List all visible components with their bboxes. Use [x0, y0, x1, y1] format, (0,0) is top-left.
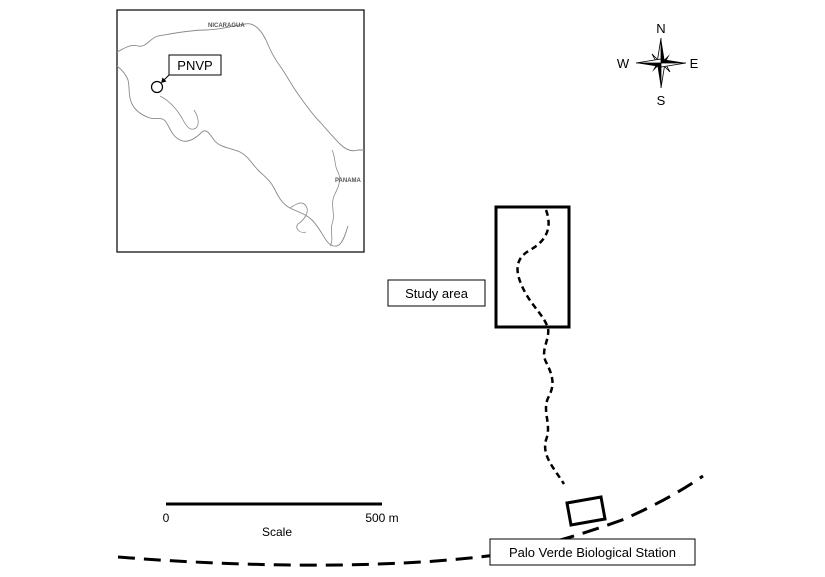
compass-label-south: S [657, 93, 666, 108]
inset-gulf-nicoya [159, 95, 199, 130]
inset-coastline-pacific [116, 65, 349, 247]
compass-label-west: W [617, 56, 630, 71]
compass-point-north [661, 38, 665, 63]
pnvp-marker [150, 80, 164, 94]
compass-point-south [657, 63, 661, 88]
study-area-label: Study area [405, 286, 469, 301]
inset-frame [116, 9, 365, 253]
scale-label-end: 500 m [365, 511, 398, 525]
inset-border-panama [329, 149, 341, 247]
inset-osa-peninsula [289, 202, 308, 233]
pnvp-label-box [168, 54, 222, 76]
study-area-label-box [387, 279, 486, 307]
pnvp-pointer-arrowhead [161, 77, 167, 83]
inset-label-nicaragua: NICARAGUA [208, 23, 245, 29]
station-building [565, 495, 607, 527]
scale-title: Scale [262, 525, 292, 539]
road-path [117, 474, 704, 567]
compass-point-west [636, 63, 661, 67]
pnvp-label: PNVP [177, 58, 212, 73]
inset-coastline-north [116, 23, 364, 152]
study-area-box [494, 205, 571, 329]
scale-label-start: 0 [163, 511, 170, 525]
trail-path [516, 209, 566, 485]
inset-map: NICARAGUA PANAMA PNVP [116, 9, 365, 253]
compass-point-east [661, 59, 686, 63]
compass-label-east: E [690, 56, 699, 71]
station-label-box [489, 538, 696, 566]
compass-label-north: N [656, 21, 665, 36]
compass-rose: N S E W [617, 21, 699, 108]
station-label: Palo Verde Biological Station [509, 545, 676, 560]
inset-label-panama: PANAMA [335, 178, 362, 184]
